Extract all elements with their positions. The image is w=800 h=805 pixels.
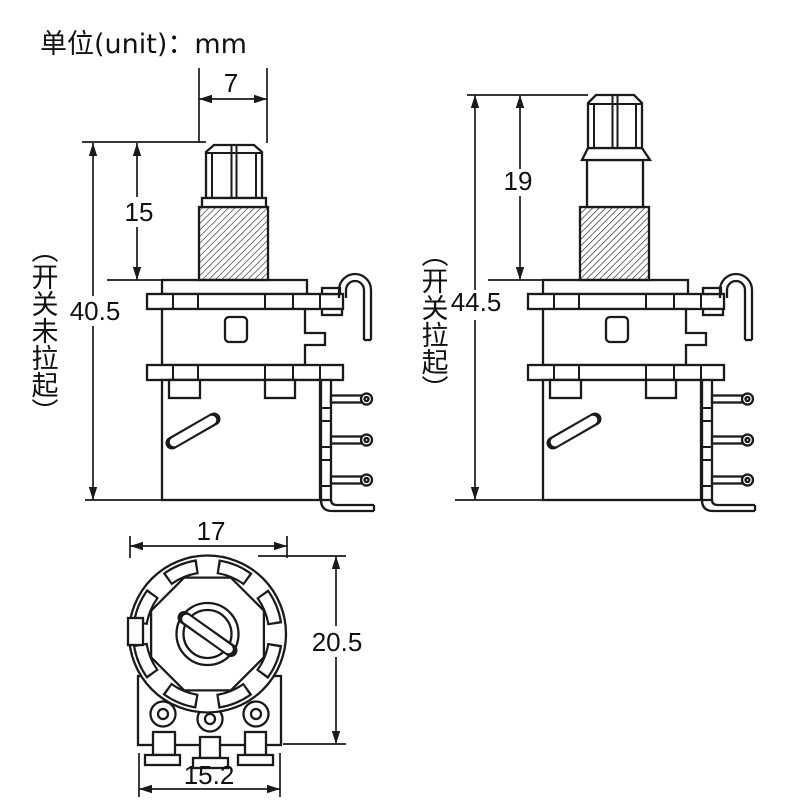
- terminal-eyelet-hole: [249, 707, 263, 721]
- base-plate: [541, 278, 690, 296]
- base-plate: [160, 278, 309, 296]
- body-slot-fill: [169, 415, 217, 447]
- dim-total-height: 44.5: [451, 287, 502, 317]
- switch-bottom-flange: [145, 363, 345, 382]
- lug-foot: [236, 753, 275, 767]
- terminal-eyelet-hole: [203, 712, 217, 726]
- arrowhead: [132, 267, 142, 280]
- switch-window: [223, 315, 249, 344]
- terminal-pin: [710, 475, 745, 485]
- anti-rotation-tab: [126, 616, 145, 647]
- lug-stem: [243, 730, 268, 757]
- bracket-inner: [710, 499, 755, 507]
- pin-eyelet-hole: [363, 476, 370, 484]
- pin-eyelet-hole: [363, 395, 370, 403]
- hook-tab-lower: [701, 307, 725, 317]
- dim-shaft-travel: 19: [504, 166, 533, 196]
- pin-eyelet: [359, 473, 374, 487]
- terminal-eyelet: [149, 700, 177, 728]
- terminal-pin: [710, 394, 745, 404]
- pin-eyelet: [359, 433, 374, 447]
- shaft-slot-fill: [182, 614, 233, 654]
- switch-top-flange: [145, 292, 345, 311]
- arrowhead: [139, 784, 152, 794]
- left-state-label: （开关未拉起）: [27, 236, 59, 425]
- arrowhead: [331, 556, 341, 569]
- bracket-outer: [700, 499, 755, 513]
- arrowhead: [470, 487, 480, 500]
- arrowhead: [267, 784, 280, 794]
- body-slot-fill: [550, 415, 598, 447]
- pin-eyelet-hole: [744, 476, 751, 484]
- pin-eyelet: [359, 392, 374, 406]
- terminal-eyelet-hole: [156, 707, 170, 721]
- arrowhead: [470, 95, 480, 108]
- top-view: [126, 554, 288, 770]
- switch-bottom-flange: [526, 363, 726, 382]
- right-side-dimensions: 19 44.5 （开关拉起）: [417, 94, 588, 501]
- lug-foot: [143, 753, 182, 767]
- mount-tab: [263, 378, 297, 400]
- terminal-pin: [710, 435, 745, 445]
- hook-terminal-outer: [718, 272, 754, 340]
- mount-tab: [644, 378, 678, 400]
- terminal-eyelet: [242, 700, 270, 728]
- arrowhead: [130, 541, 143, 551]
- threaded-bushing: [578, 205, 651, 282]
- arrowhead: [88, 143, 98, 156]
- arrowhead: [199, 94, 212, 104]
- arrowhead: [274, 541, 287, 551]
- hook-tab-upper: [320, 286, 342, 296]
- arrowhead: [254, 94, 267, 104]
- left-side-view: [145, 143, 376, 513]
- lug-stem: [151, 730, 177, 757]
- unit-label: 单位(unit)：mm: [40, 29, 247, 60]
- dim-diameter: 17: [197, 516, 226, 546]
- dim-shaft-travel: 15: [125, 197, 154, 227]
- shaft-collar: [200, 196, 268, 209]
- pin-eyelet-hole: [744, 436, 751, 444]
- lug-foot: [191, 756, 230, 770]
- pin-eyelet: [740, 392, 755, 406]
- shaft-cylinder: [585, 158, 645, 209]
- hook-tab-upper: [701, 286, 723, 296]
- arrowhead: [331, 731, 341, 744]
- dim-terminal-span: 15.2: [184, 760, 235, 790]
- pin-eyelet: [740, 473, 755, 487]
- top-view-dimensions: 17 20.5 15.2: [129, 516, 363, 797]
- arrowhead: [132, 143, 142, 156]
- right-side-view: [526, 93, 757, 513]
- arrowhead: [88, 487, 98, 500]
- switch-top-flange: [526, 292, 726, 311]
- shaft-flare: [580, 146, 653, 162]
- mount-tab: [548, 378, 583, 400]
- left-side-dimensions: 7 15 40.5 （开关未拉起）: [27, 68, 268, 501]
- dim-shaft-width: 7: [224, 68, 238, 98]
- hook-terminal-outer: [337, 272, 373, 340]
- terminal-strip: [319, 378, 333, 502]
- mount-tab: [167, 378, 202, 400]
- terminal-pin: [329, 435, 364, 445]
- arrowhead: [515, 95, 525, 108]
- right-state-label: （开关拉起）: [417, 240, 449, 402]
- bracket-inner: [329, 499, 374, 507]
- arrowhead: [515, 267, 525, 280]
- shaft-knob: [586, 93, 644, 150]
- hook-terminal-inner: [344, 279, 366, 340]
- hook-tab-lower: [320, 307, 344, 317]
- terminal-strip: [700, 378, 714, 502]
- terminal-pin: [329, 394, 364, 404]
- pin-eyelet-hole: [744, 395, 751, 403]
- dim-height: 20.5: [312, 627, 363, 657]
- terminal-pin: [329, 475, 364, 485]
- dim-total-height: 40.5: [70, 296, 121, 326]
- lug-stem: [198, 735, 222, 760]
- switch-window: [604, 315, 630, 344]
- hook-terminal-inner: [725, 279, 747, 340]
- threaded-bushing: [197, 205, 270, 282]
- pin-eyelet-hole: [363, 436, 370, 444]
- bracket-outer: [319, 499, 374, 513]
- pin-eyelet: [740, 433, 755, 447]
